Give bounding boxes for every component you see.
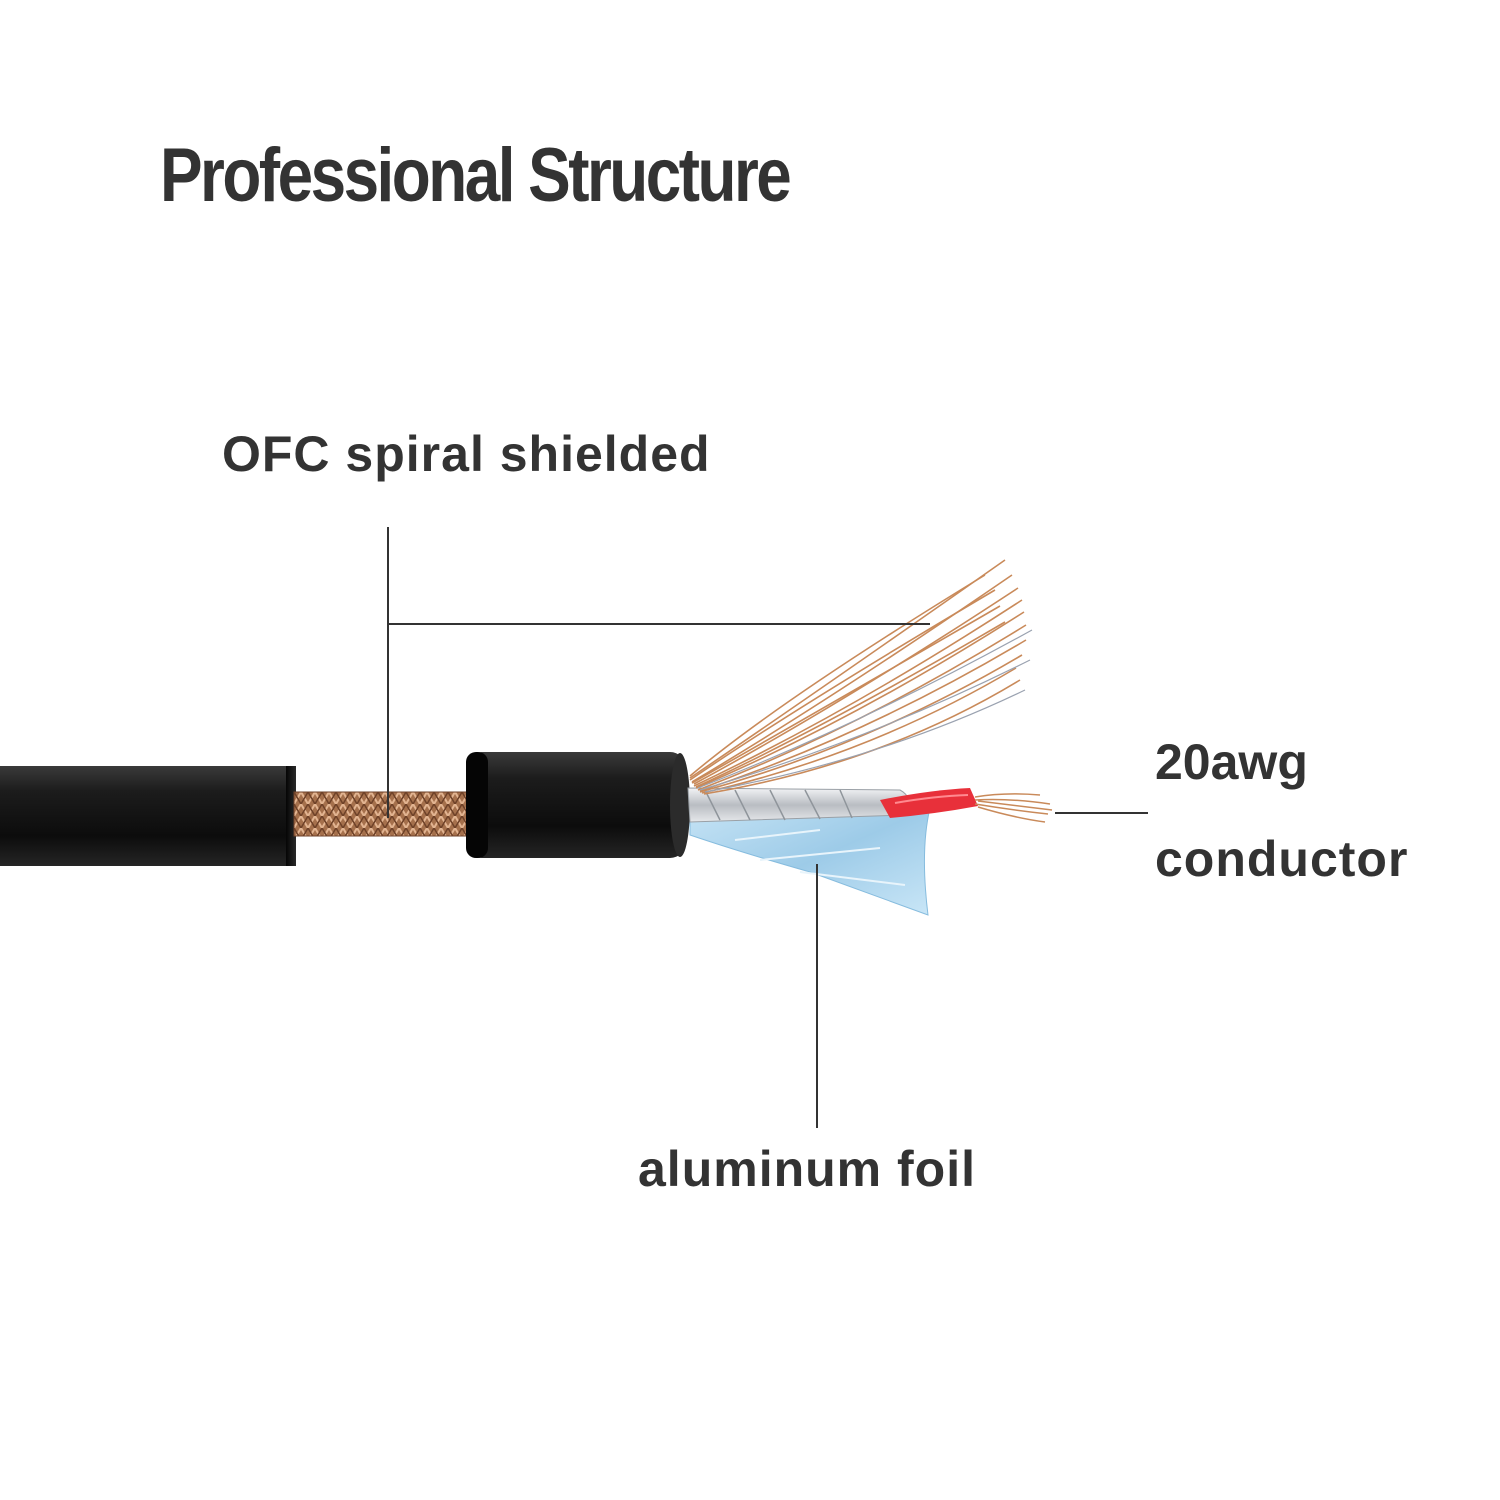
foil-callout-label: aluminum foil: [638, 1141, 976, 1197]
foil-wrap-lines: [704, 789, 853, 821]
outer-jacket-left: [0, 766, 296, 866]
insulation-highlight: [894, 794, 969, 804]
outer-jacket-middle: [466, 752, 690, 858]
shield-callout-label: OFC spiral shielded: [222, 426, 711, 482]
page-title: Professional Structure: [160, 133, 792, 218]
copper-shield-strands-light: [697, 629, 1033, 793]
conductor-callout-label-line1: 20awg: [1155, 734, 1308, 790]
conductor-callout-label-line2: conductor: [1155, 831, 1409, 887]
aluminum-foil-flap: [689, 807, 931, 916]
conductor-strands: [974, 793, 1053, 823]
leader-lines: [387, 527, 1148, 1128]
copper-shield-strands: [689, 559, 1027, 795]
